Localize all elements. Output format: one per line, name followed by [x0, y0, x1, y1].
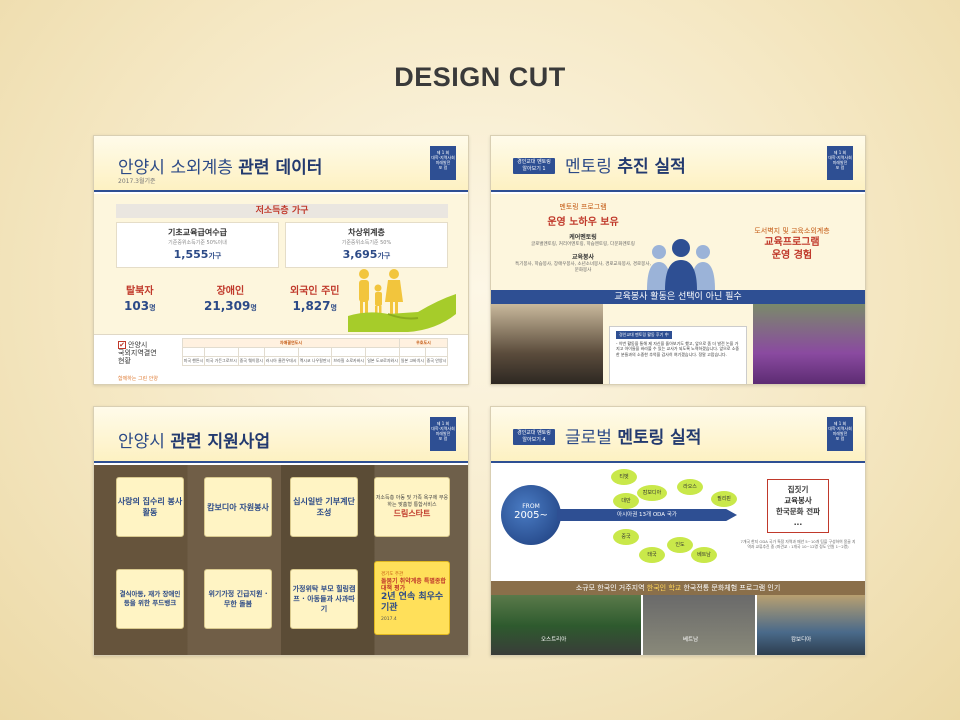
page-title: DESIGN CUT [394, 62, 566, 92]
slide-title: 안양시 관련 지원사업 [118, 432, 271, 452]
country-blob: 라오스 [677, 479, 703, 495]
activity-photo [753, 304, 865, 384]
photo-label: 베트남 [683, 637, 699, 643]
country-blob: 필리핀 [711, 491, 737, 507]
slide-date: 2017.3월기준 [118, 178, 156, 185]
country-blob: 티벳 [611, 469, 637, 485]
data-cell: 차상위계층 기준중위소득기준 50% 3,695가구 [285, 222, 448, 268]
country-blob: 캄보디아 [637, 485, 667, 501]
country-blob: 태국 [639, 547, 665, 563]
country-blob: 베트남 [691, 547, 717, 563]
country-blob: 인도 [667, 537, 693, 553]
support-program-box: 위기가정 긴급지원 · 무한 돌봄 [204, 569, 272, 629]
slide-title: 멘토링 추진 실적 [565, 157, 686, 177]
people-silhouette-icon [647, 239, 715, 290]
activity-summary: 집짓기 교육봉사 한국문화 전파 ... 7개국 한지 ODA 국가 특정 자역… [739, 479, 857, 549]
city-slogan-logo: 함께하는 그린 안양 [118, 376, 158, 382]
support-program-box: 결식아동, 재가 장애인 등을 위한 푸드뱅크 [116, 569, 184, 629]
stat-item: 탈북자 103명 [124, 286, 156, 313]
testimonial-note: 경인교대 멘토링 활동 후기 中 - 이번 활동을 통해 제 자신을 돌아보기도… [609, 326, 747, 384]
austria-photo [491, 595, 641, 655]
hand-icon [348, 294, 456, 332]
data-cell: 기초교육급여수급 기준중위소득기준 50%이내 1,555가구 [116, 222, 279, 268]
education-program-experience: 도서벽지 및 교육소외계층 교육프로그램 운영 경험 [754, 227, 830, 261]
stat-item: 장애인 21,309명 [204, 286, 257, 313]
group-photo [491, 304, 603, 384]
photo-label: 캄보디아 [791, 637, 812, 643]
support-program-box: 십시일반 기부계단 조성 [290, 477, 358, 537]
highlight-bar: 교육봉사 활동은 선택이 아닌 필수 [491, 290, 865, 304]
support-program-box: 캄보디아 자원봉사 [204, 477, 272, 537]
cambodia-photo [757, 595, 865, 655]
support-program-box: 사랑의 집수리 봉사활동 [116, 477, 184, 537]
highlight-bar: 소규모 한국인 거주지역 한국인 학교 한국전통 문화체험 프로그램 인기 [491, 581, 865, 595]
photo-label: 오스트리아 [541, 637, 567, 643]
slide-title: 안양시 소외계층 관련 데이터 [118, 158, 323, 178]
support-program-box: 가정위탁 부모 힐링캠프 · 아동들과 사과따기 [290, 569, 358, 629]
stat-item: 외국인 주민 1,827명 [290, 286, 340, 313]
vietnam-photo [643, 595, 755, 655]
dream-start-box: 저소득층 아동 및 가족 욕구에 부응하는 맞춤형 통합서비스 드림스타트 [374, 477, 450, 537]
section-band: 저소득층 가구 [116, 204, 448, 218]
award-box: 경기도 주관 돌봄기 취약계층 특별종합대책 평가 2년 연속 최우수 기관 2… [374, 561, 450, 635]
mentoring-knowhow: 멘토링 프로그램 운영 노하우 보유 케어멘토링 글로벌멘토링, 커리어멘토링,… [515, 203, 651, 273]
check-icon: ✔ [118, 341, 126, 349]
asia-oda-arrow: 아시아권 13개 ODA 국가 [557, 509, 737, 521]
slide-title: 글로벌 멘토링 실적 [565, 428, 702, 448]
family-icon [359, 269, 403, 318]
country-blob: 대만 [613, 493, 639, 509]
country-blob: 중국 [613, 529, 639, 545]
